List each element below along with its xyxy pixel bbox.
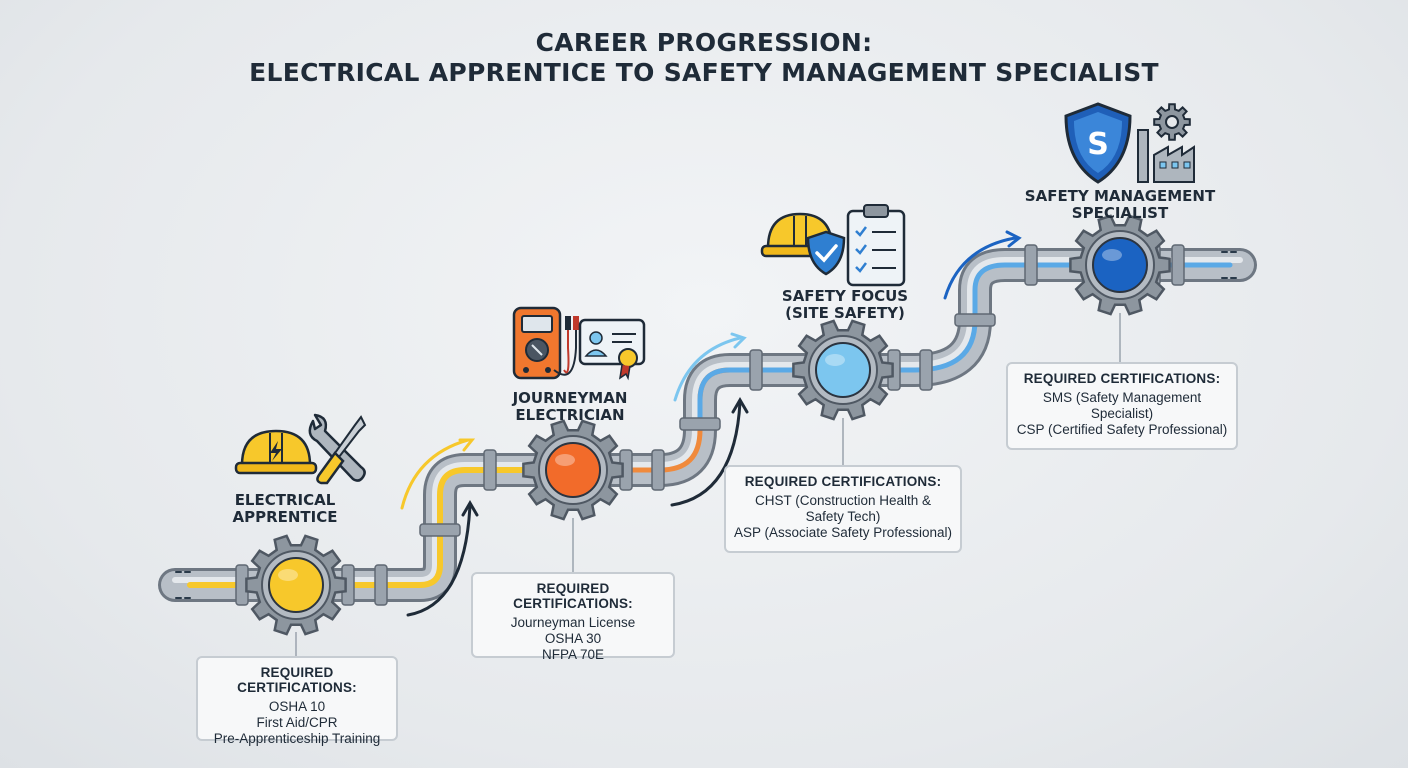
- stage-node-1: [245, 534, 347, 636]
- hard-hat-icon: [234, 429, 318, 475]
- arrow-lightblue: [673, 336, 742, 402]
- wrench-screwdriver-icon: [308, 413, 367, 485]
- stage-label-line: SAFETY MANAGEMENT: [1024, 187, 1216, 205]
- cert-box-safety-manager: REQUIRED CERTIFICATIONS: SMS (Safety Man…: [1006, 362, 1238, 450]
- cert-item: CSP (Certified Safety Professional): [1016, 422, 1228, 437]
- stage-node-3: [792, 319, 894, 421]
- stage-node-core: [268, 557, 324, 613]
- cert-item: CHST (Construction Health &: [754, 493, 932, 508]
- cert-item: SMS (Safety Management: [1042, 390, 1202, 405]
- stage-label-line: ELECTRICIAN: [515, 406, 625, 424]
- stage-label-safety-manager: SAFETY MANAGEMENT SPECIALIST: [1015, 188, 1225, 222]
- stage-node-core: [545, 442, 601, 498]
- cert-item: NFPA 70E: [541, 647, 605, 662]
- cert-box-safety-focus: REQUIRED CERTIFICATIONS: CHST (Construct…: [724, 465, 962, 553]
- stage-node-core: [1092, 237, 1148, 293]
- pipe-couplings: [235, 244, 1185, 606]
- stage-node-2: [522, 419, 624, 521]
- stage-label-line: (SITE SAFETY): [785, 304, 905, 322]
- stage-node-4: [1069, 214, 1171, 316]
- stage-label-line: SPECIALIST: [1071, 204, 1169, 222]
- cert-item: Safety Tech): [805, 509, 881, 524]
- cert-item: OSHA 10: [268, 699, 326, 714]
- stage-node-core: [815, 342, 871, 398]
- cert-heading: REQUIRED CERTIFICATIONS:: [237, 665, 357, 695]
- clipboard-checklist-icon: [846, 204, 906, 287]
- cert-item: Specialist): [1090, 406, 1154, 421]
- shield-letter: S: [1087, 127, 1109, 162]
- cert-item: ASP (Associate Safety Professional): [733, 525, 953, 540]
- title-line-2: ELECTRICAL APPRENTICE TO SAFETY MANAGEME…: [249, 58, 1159, 87]
- stage-label-apprentice: ELECTRICAL APPRENTICE: [210, 492, 360, 526]
- arrow-yellow: [400, 438, 470, 510]
- stage-label-line: APPRENTICE: [232, 508, 338, 526]
- stage-label-safety-focus: SAFETY FOCUS (SITE SAFETY): [765, 288, 925, 322]
- stage-label-line: ELECTRICAL: [234, 491, 336, 509]
- cert-box-journeyman: REQUIRED CERTIFICATIONS: Journeyman Lice…: [471, 572, 675, 662]
- stage-label-journeyman: JOURNEYMAN ELECTRICIAN: [490, 390, 650, 424]
- stage-nodes: [245, 214, 1171, 636]
- progress-arrows: [400, 230, 1022, 617]
- arrow-blue: [943, 236, 1017, 300]
- stage-label-line: JOURNEYMAN: [512, 389, 628, 407]
- connector-lines: [295, 313, 1121, 656]
- cert-item: Journeyman License: [510, 615, 636, 630]
- cert-heading: REQUIRED CERTIFICATIONS:: [1023, 371, 1221, 386]
- factory-gear-icon: [1137, 103, 1195, 183]
- arrow-dark-1: [406, 503, 472, 617]
- cert-heading: REQUIRED CERTIFICATIONS:: [513, 581, 633, 611]
- title-line-1: CAREER PROGRESSION:: [535, 28, 873, 57]
- shield-s-icon: S: [1064, 102, 1132, 184]
- stage-label-line: SAFETY FOCUS: [781, 287, 909, 305]
- arrow-dark-2: [670, 400, 742, 507]
- cert-heading: REQUIRED CERTIFICATIONS:: [744, 474, 942, 489]
- cert-item: First Aid/CPR: [256, 715, 338, 730]
- cert-box-apprentice: REQUIRED CERTIFICATIONS: OSHA 10 First A…: [196, 656, 398, 746]
- hard-hat-shield-icon: [760, 212, 846, 276]
- cert-item: Pre-Apprenticeship Training: [213, 731, 381, 746]
- license-card-icon: [578, 318, 646, 381]
- multimeter-icon: [512, 306, 579, 380]
- cert-item: OSHA 30: [544, 631, 602, 646]
